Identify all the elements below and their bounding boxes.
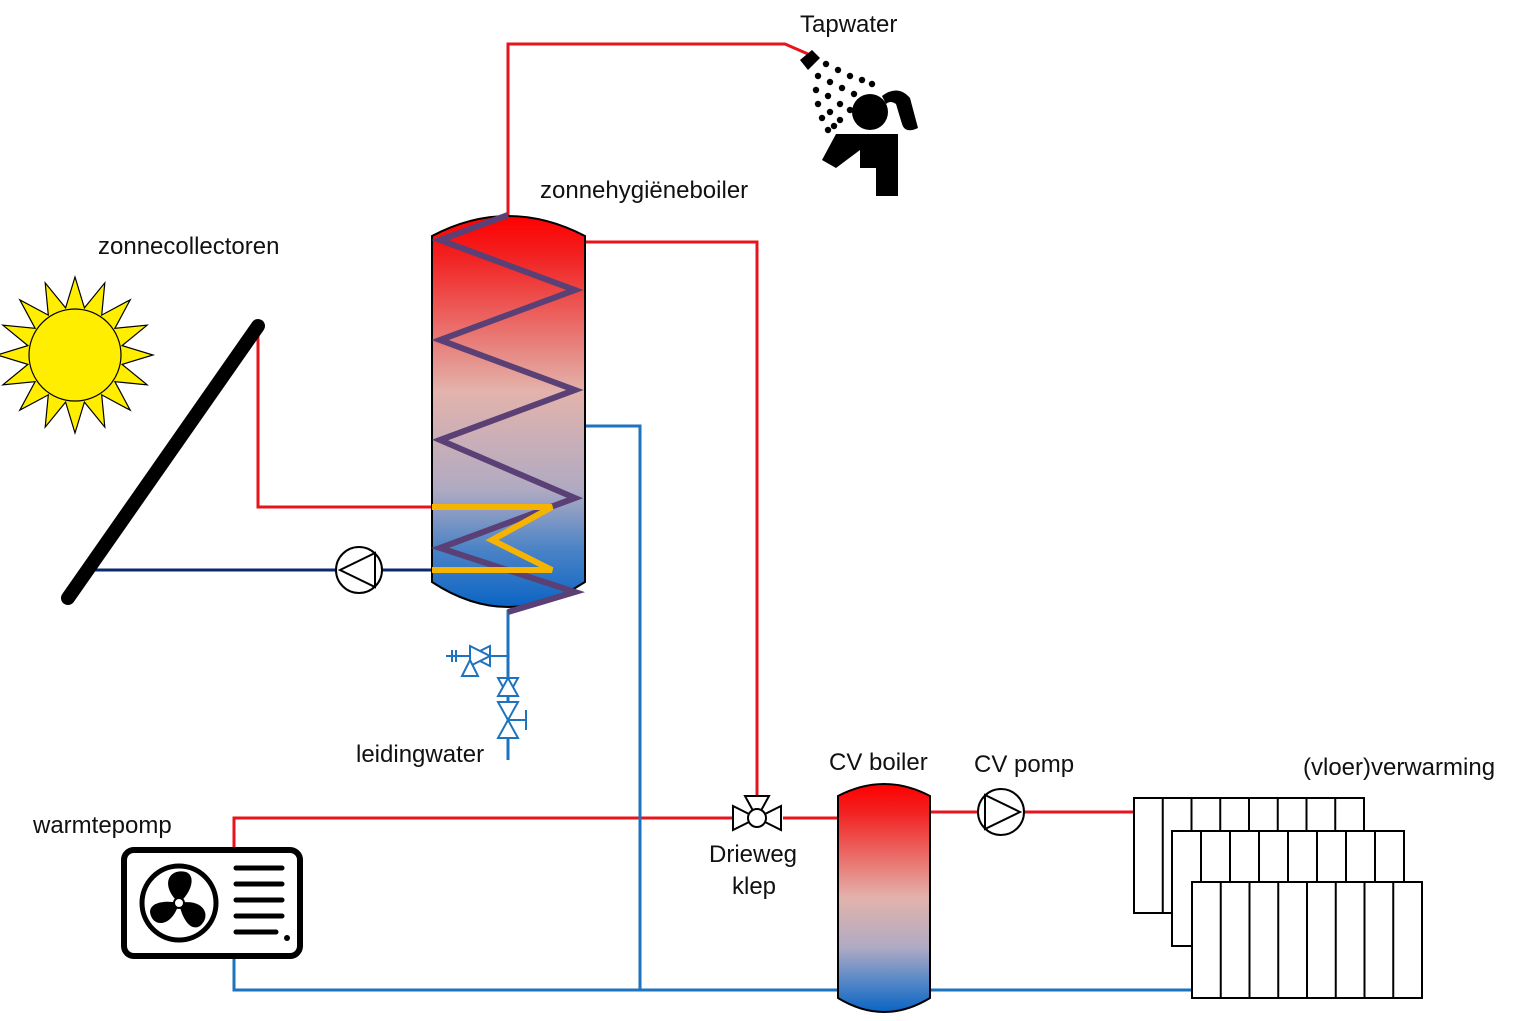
tapwater-pipe xyxy=(506,42,809,215)
cv-boiler-label: CV boiler xyxy=(829,749,928,776)
tank-to-valve-pipe xyxy=(585,240,759,798)
check-valve-icon xyxy=(496,675,520,699)
solar-boiler-label: zonnehygiëneboiler xyxy=(540,177,748,204)
return-pipe xyxy=(232,958,842,992)
solar-coil xyxy=(432,504,554,573)
three-way-valve-icon xyxy=(732,795,782,832)
shutoff-valve-icon xyxy=(496,701,527,739)
safety-valve-icon xyxy=(446,644,508,677)
shower-icon xyxy=(800,50,918,196)
floor-heating-label: (vloer)verwarming xyxy=(1303,754,1495,781)
collector-supply-pipe xyxy=(256,330,462,509)
tank-return-pipe xyxy=(585,424,642,990)
cv-pump-icon xyxy=(977,788,1025,836)
heatpump-supply-pipe xyxy=(232,816,742,850)
collectors-label: zonnecollectoren xyxy=(98,233,279,260)
valve-label-line2: klep xyxy=(732,873,776,900)
valve-label-line1: Drieweg xyxy=(709,841,797,868)
cv-boiler xyxy=(837,783,931,1013)
sun-icon xyxy=(0,274,156,436)
mains-water-label: leidingwater xyxy=(356,741,484,768)
cv-pump-label: CV pomp xyxy=(974,751,1074,778)
tapwater-label: Tapwater xyxy=(800,11,897,38)
fan-icon xyxy=(139,863,219,943)
heat-pump-unit xyxy=(121,847,303,959)
solar-hygiene-boiler xyxy=(430,212,586,615)
solar-collector xyxy=(61,319,265,605)
heat-pump-label: warmtepomp xyxy=(32,812,172,839)
radiator-front xyxy=(1191,881,1423,999)
heat-pump-grille xyxy=(233,865,285,935)
pump-icon xyxy=(335,546,383,594)
